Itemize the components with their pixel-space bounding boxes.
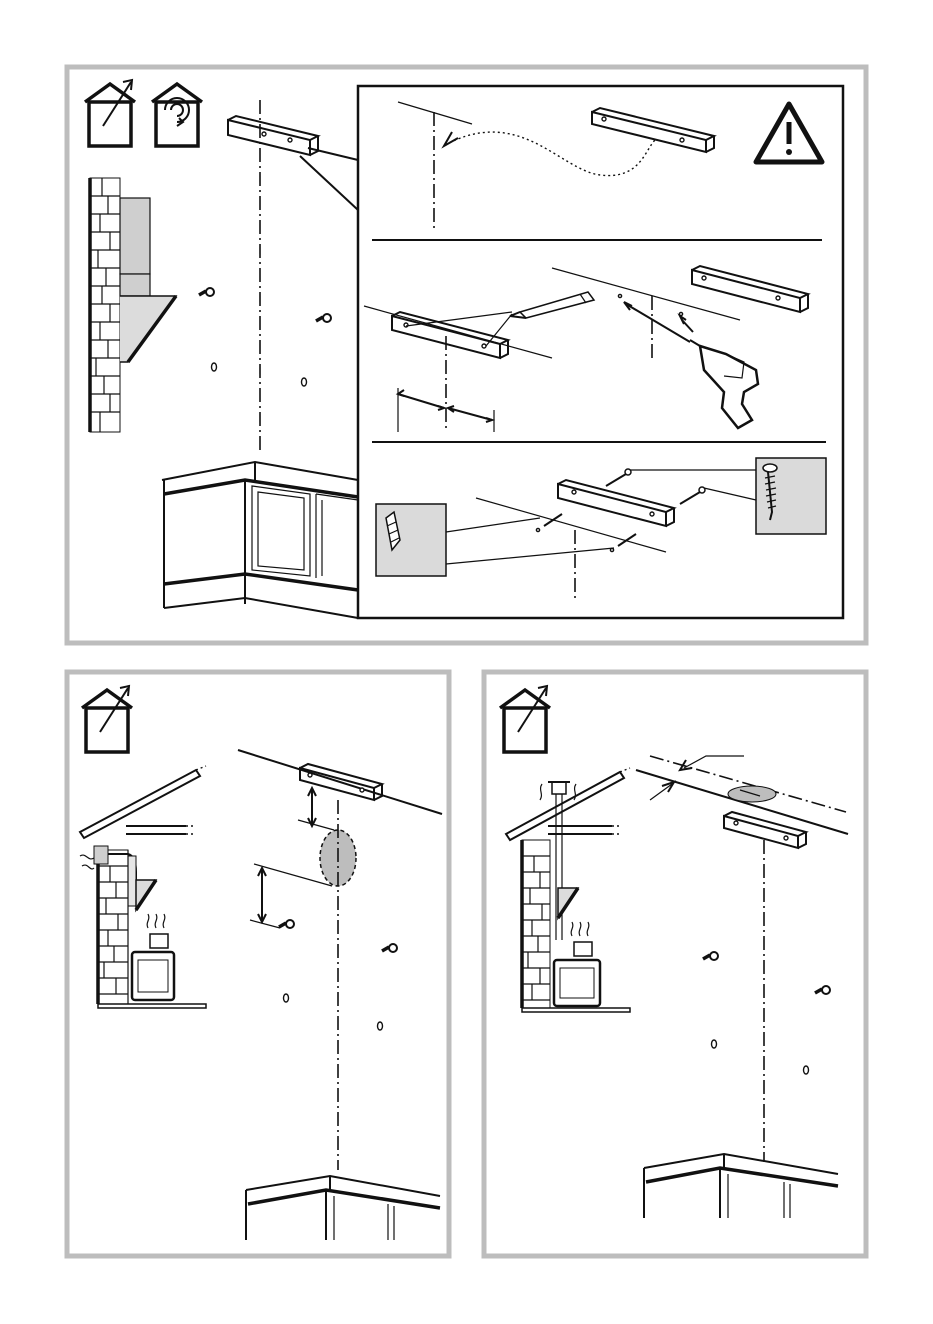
screw-icon [703, 952, 718, 960]
recirculation-house-icon [152, 84, 202, 146]
screw-icon [199, 288, 214, 296]
drill-hole [804, 1066, 809, 1074]
duct-out-house-icon [500, 686, 550, 752]
drill-hole [212, 363, 217, 371]
wall-bracket [228, 116, 318, 155]
kitchen-cabinet [162, 462, 358, 618]
house-section [506, 768, 630, 1012]
screw-icon [382, 944, 397, 952]
duct-out-house-icon [85, 80, 135, 146]
duct-out-house-icon [82, 686, 132, 752]
inset-steps-panel [358, 86, 843, 618]
hood-side-view [120, 198, 176, 362]
screw-icon [279, 920, 294, 928]
screw-icon [316, 314, 331, 322]
drill-hole [284, 994, 289, 1002]
brick-wall [90, 178, 120, 432]
kitchen-cabinet [644, 1154, 838, 1218]
top-panel [67, 67, 866, 643]
screw-icon [815, 986, 830, 994]
bottom-right-panel [484, 672, 866, 1256]
house-section [80, 766, 206, 1008]
kitchen-cabinet [246, 1176, 440, 1240]
drill-hole [302, 378, 307, 386]
bottom-left-panel [67, 672, 449, 1256]
drill-hole [712, 1040, 717, 1048]
drill-hole [378, 1022, 383, 1030]
